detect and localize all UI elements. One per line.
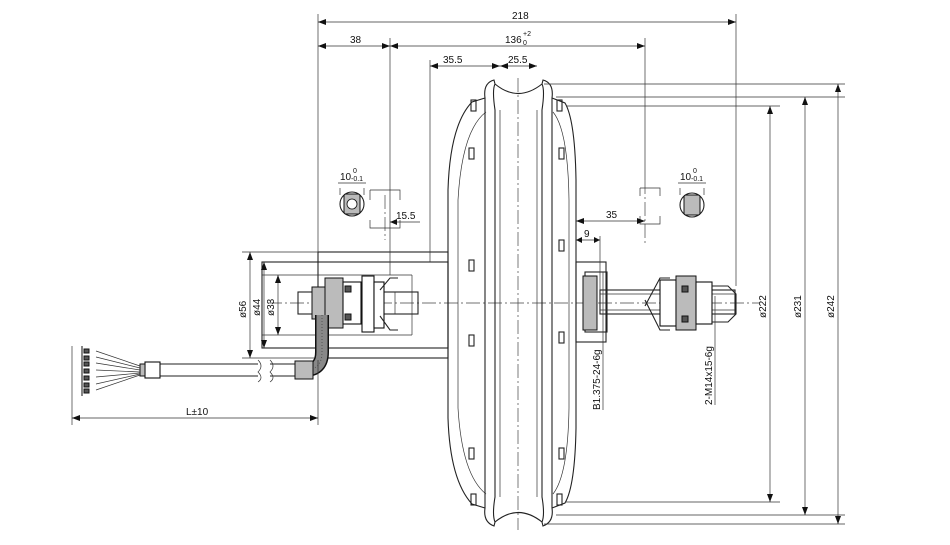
dim-overall-width: 218 [512,11,529,22]
dim-stator-tol-upper: +2 [523,31,531,38]
dim-thread-length: 9 [584,229,590,240]
left-diameter-dims: ø56 ø44 ø33 [238,251,281,359]
dim-rim-width: 25.5 [508,55,528,66]
hub-body [447,79,577,527]
dim-d44: ø44 [252,298,263,316]
right-flat-nominal: 10 [680,172,692,183]
right-axle-assembly [575,261,737,343]
right-flat-section: 10 0 -0.1 [678,168,706,218]
left-flat-nominal: 10 [340,172,352,183]
left-flat-section: 10 0 -0.1 [338,168,366,217]
right-flat-upper: 0 [693,168,697,175]
dim-d231: ø231 [793,295,804,318]
right-flat-lower: -0.1 [691,176,703,183]
dim-left-axle: 38 [350,35,362,46]
dim-left-offset: 15.5 [396,211,416,222]
dim-d33: ø33 [266,298,277,316]
cable-length-dim: L±10 [71,346,319,425]
cut-indicators [369,187,661,229]
dim-d56: ø56 [238,300,249,318]
motor-cable [81,315,329,396]
dim-cable-length: L±10 [186,407,209,418]
thread-axle: 2-M14x15-6g [704,346,715,405]
dim-stator-tol-lower: 0 [523,40,527,47]
dim-left-flange: 35.5 [443,55,463,66]
thread-freewheel: B1.375-24-6g [592,349,603,410]
thread-callouts: B1.375-24-6g 2-M14x15-6g [592,272,716,410]
dim-d242: ø242 [826,295,837,318]
dim-d222: ø222 [758,295,769,318]
dim-right-offset: 35 [606,210,618,221]
left-axle-assembly [261,251,449,359]
right-diameter-dims: ø222 ø231 ø242 [544,83,845,525]
dim-stator-width: 136 [505,35,522,46]
left-flat-upper: 0 [353,168,357,175]
middle-dimensions: 15.5 35 9 [390,210,645,290]
left-flat-lower: -0.1 [351,176,363,183]
top-dimensions: 218 38 136 +2 0 35.5 25.5 [317,11,737,286]
